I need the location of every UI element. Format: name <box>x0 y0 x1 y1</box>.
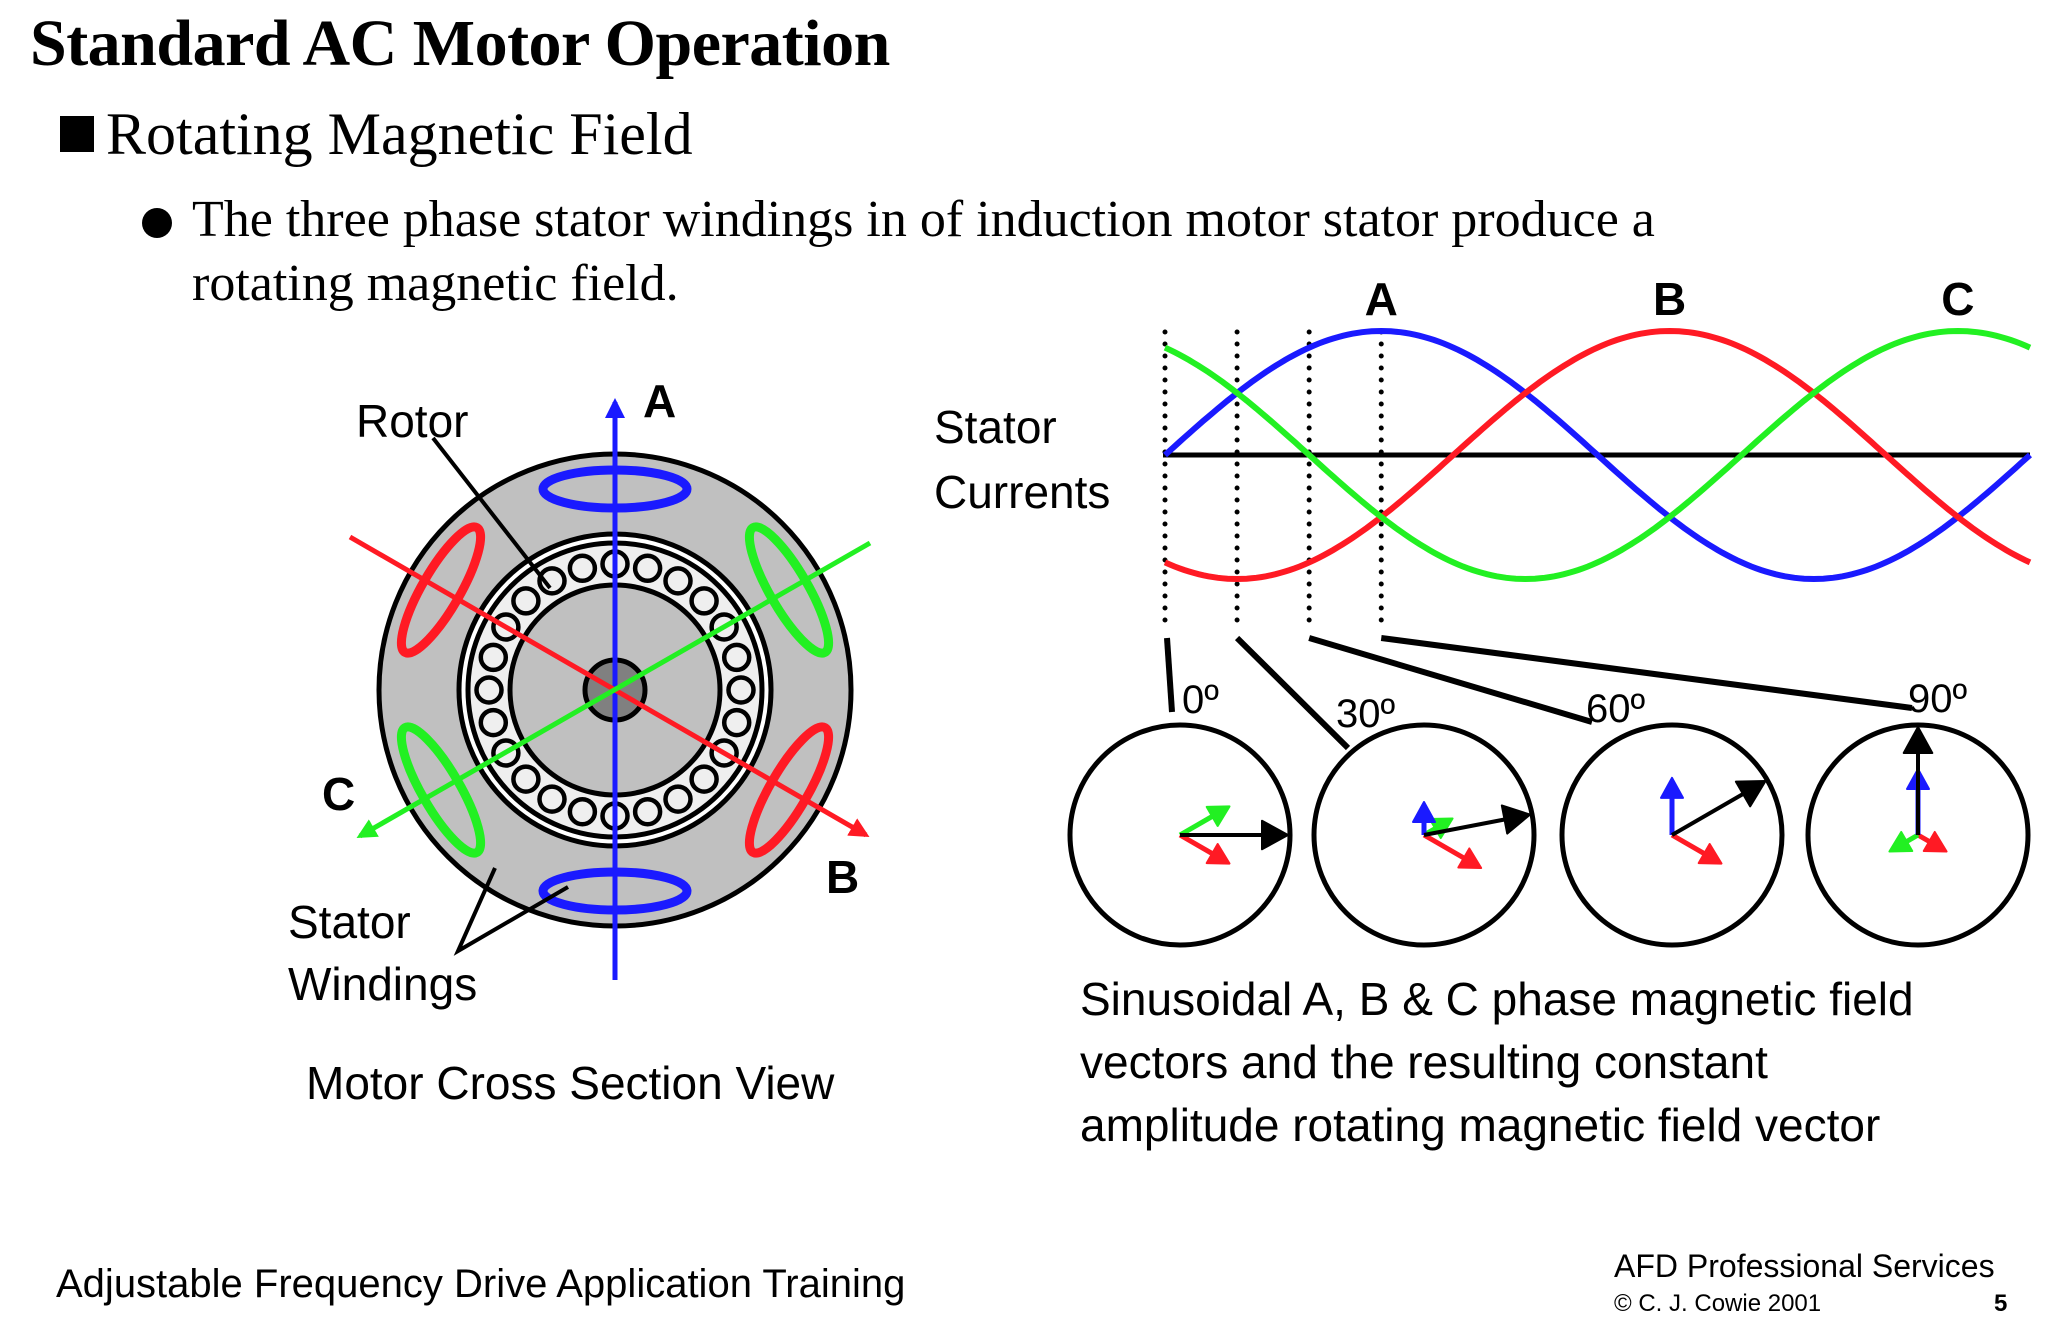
phasor-b-arrow-head <box>1922 830 1948 853</box>
axis-c-label: C <box>322 768 355 820</box>
rotor-bar <box>721 642 752 673</box>
phasor-b-arrow-shaft <box>1670 832 1706 856</box>
rotor-bar <box>689 586 719 616</box>
footer-copyright: © C. J. Cowie 2001 <box>1614 1290 1822 1317</box>
series-label-a: A <box>1365 273 1398 325</box>
rotor-bar <box>511 586 541 616</box>
sample-angle-markers <box>1162 329 1913 751</box>
rotor-bar <box>511 764 541 794</box>
slide-title: Standard AC Motor Operation <box>30 7 890 80</box>
rotor-bar <box>663 784 693 814</box>
stator-currents-label-line1: Stator <box>934 401 1057 453</box>
round-bullet-icon <box>142 208 172 238</box>
footer-organization: AFD Professional Services <box>1614 1248 1995 1284</box>
phasor-angle-label: 30º <box>1336 692 1395 736</box>
rotor-bar <box>632 796 663 827</box>
resultant-arrow-head <box>1734 780 1767 808</box>
rotor-bar <box>663 566 693 596</box>
phasor-circle <box>1559 722 1785 948</box>
motor-cross-section: Rotor A B C Stator Windings <box>288 375 872 1010</box>
resultant-arrow-head <box>1902 726 1934 754</box>
phasor-caption-line: amplitude rotating magnetic field vector <box>1080 1099 1881 1151</box>
phasor-angle-label: 60º <box>1586 687 1645 731</box>
resultant-arrow-shaft <box>1423 817 1505 837</box>
series-label-c: C <box>1941 273 1974 325</box>
rotor-bar <box>726 675 756 705</box>
phasor-b-arrow-shaft <box>1178 832 1214 856</box>
phasor-b-arrow-head <box>1697 843 1723 865</box>
leader-line-60 <box>1308 635 1593 725</box>
rotor-label: Rotor <box>356 395 468 447</box>
resultant-arrow-head <box>1261 819 1289 851</box>
phasor-c-arrow-head <box>1888 830 1914 853</box>
phasor-c-arrow-shaft <box>1178 814 1214 838</box>
rotor-leader-line <box>431 436 552 590</box>
resultant-arrow-shaft <box>1670 792 1745 837</box>
phasor-diagram-90: 90º <box>1805 677 2031 948</box>
rotor-bar <box>537 784 567 814</box>
series-label-b: B <box>1653 273 1686 325</box>
phasor-circle <box>1805 722 2031 948</box>
footer-page-number: 5 <box>1994 1290 2008 1317</box>
phasor-diagram-0: 0º <box>1067 678 1293 948</box>
rotor-bar <box>478 707 509 738</box>
axis-a-label: A <box>643 375 676 427</box>
phasor-b-arrow-shaft <box>1916 832 1931 844</box>
rotor-bar <box>474 675 504 705</box>
bullet-level2: The three phase stator windings in of in… <box>140 188 1940 316</box>
phasor-angle-label: 90º <box>1908 677 1967 721</box>
rotor-bar <box>632 553 663 584</box>
rotor-bar <box>567 796 598 827</box>
motor-caption: Motor Cross Section View <box>306 1057 835 1109</box>
phasor-caption: Sinusoidal A, B & C phase magnetic field… <box>1080 968 1914 1157</box>
axis-b-label: B <box>826 851 859 903</box>
rotor-bar <box>478 642 509 673</box>
leader-line-90 <box>1380 635 1913 711</box>
bullet-level1: Rotating Magnetic Field <box>60 100 693 169</box>
phasor-c-arrow-head <box>1205 805 1231 827</box>
phasor-caption-line: Sinusoidal A, B & C phase magnetic field <box>1080 973 1914 1025</box>
square-bullet-icon <box>60 116 94 152</box>
footer-course-title: Adjustable Frequency Drive Application T… <box>56 1262 906 1306</box>
phasor-caption-line: vectors and the resulting constant <box>1080 1036 1768 1088</box>
resultant-arrow-head <box>1500 804 1532 835</box>
phasor-diagrams: 0º 30º 60º 90º <box>1067 677 2031 948</box>
phasor-circle <box>1311 722 1537 948</box>
phasor-b-arrow-head <box>1205 843 1231 865</box>
stator-current-chart: Stator Currents A B C <box>934 273 2033 751</box>
bullet-level1-text: Rotating Magnetic Field <box>106 101 693 167</box>
rotor-bar <box>537 566 567 596</box>
phasor-angle-label: 0º <box>1182 678 1219 722</box>
leader-line-30 <box>1234 635 1351 751</box>
rotor-bar <box>721 707 752 738</box>
phasor-b-arrow-head <box>1457 847 1483 869</box>
axis-b <box>348 534 870 838</box>
axis-c <box>356 540 872 839</box>
phasor-c-arrow-shaft <box>1905 832 1920 844</box>
phasor-a-arrow-head <box>1412 801 1436 823</box>
stator-windings-label-line2: Windings <box>288 958 477 1010</box>
series-line-b <box>1163 327 2032 583</box>
series-line-a <box>1162 327 2033 583</box>
rotor-bar <box>567 553 598 584</box>
phasor-b-arrow-shaft <box>1422 832 1466 861</box>
phasor-diagram-30: 30º <box>1311 692 1537 948</box>
rotor-bar <box>689 764 719 794</box>
phasor-diagram-60: 60º <box>1559 687 1785 948</box>
phasor-c-arrow-head <box>1428 817 1454 840</box>
stator-currents-label-line2: Currents <box>934 466 1110 518</box>
phasor-circle <box>1067 722 1293 948</box>
leader-line-0 <box>1164 637 1175 713</box>
stator-windings-label-line1: Stator <box>288 896 411 948</box>
phasor-a-arrow-head <box>1660 776 1684 799</box>
bullet-level2-text: The three phase stator windings in of in… <box>192 191 1655 312</box>
series-line-c <box>1163 327 2032 583</box>
stator-windings-leader-line <box>453 867 570 956</box>
